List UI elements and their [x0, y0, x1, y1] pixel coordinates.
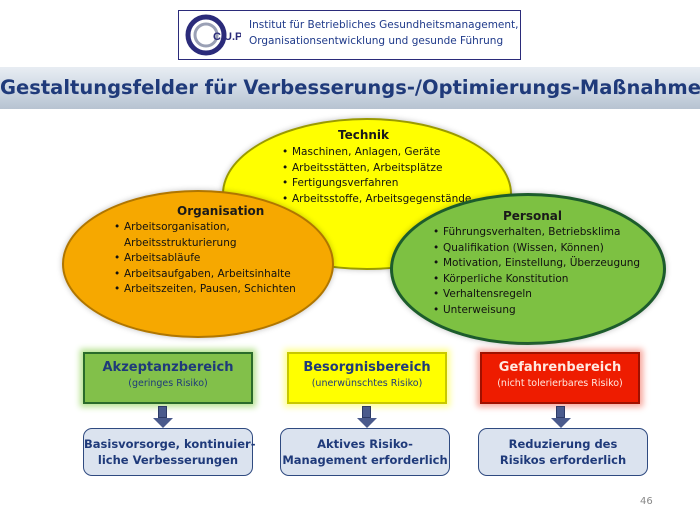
- gefahren-result-line2: Risikos erforderlich: [499, 453, 627, 467]
- title-band: Gestaltungsfelder für Verbesserungs-/Opt…: [0, 67, 700, 109]
- organisation-item: Arbeitsabläufe: [114, 251, 296, 267]
- gefahrenbereich-box: Gefahrenbereich (nicht tolerierbares Ris…: [480, 352, 640, 404]
- besorgnisbereich-subtitle: (unerwünschtes Risiko): [311, 378, 423, 389]
- akzeptanzbereich-box: Akzeptanzbereich (geringes Risiko): [83, 352, 253, 404]
- organisation-item-text: Arbeitsorganisation,: [124, 221, 230, 233]
- technik-item: Fertigungsverfahren: [282, 176, 471, 192]
- organisation-list: Arbeitsorganisation, Arbeitsstrukturierun…: [114, 220, 296, 298]
- organisation-item: Arbeitsaufgaben, Arbeitsinhalte: [114, 267, 296, 283]
- organisation-item-cont: Arbeitsstrukturierung: [124, 236, 237, 249]
- personal-heading: Personal: [503, 209, 562, 223]
- technik-heading: Technik: [338, 128, 390, 142]
- besorgnis-result-line1: Aktives Risiko-: [317, 437, 413, 451]
- logo-text-line1: Institut für Betriebliches Gesundheitsma…: [249, 19, 519, 31]
- akzeptanz-result-line2: liche Verbesserungen: [97, 453, 239, 467]
- cup-logo-icon: C.U.P.: [185, 14, 241, 56]
- page-number: 46: [640, 496, 653, 507]
- gefahrenbereich-subtitle: (nicht tolerierbares Risiko): [497, 378, 623, 389]
- besorgnis-result-box: Aktives Risiko- Management erforderlich: [280, 428, 450, 476]
- akzeptanzbereich-subtitle: (geringes Risiko): [128, 378, 208, 389]
- personal-ellipse: Personal Führungsverhalten, Betriebsklim…: [390, 193, 666, 345]
- personal-item: Führungsverhalten, Betriebsklima: [433, 225, 640, 241]
- page-title: Gestaltungsfelder für Verbesserungs-/Opt…: [0, 76, 700, 99]
- akzeptanz-result-box: Basisvorsorge, kontinuier- liche Verbess…: [83, 428, 256, 476]
- personal-list: Führungsverhalten, Betriebsklima Qualifi…: [433, 225, 640, 318]
- organisation-ellipse: Organisation Arbeitsorganisation,Arbeits…: [62, 190, 334, 338]
- technik-item: Arbeitsstoffe, Arbeitsgegenstände: [282, 192, 471, 208]
- gefahrenbereich-title: Gefahrenbereich: [498, 360, 622, 375]
- logo-mark-text: C.U.P.: [213, 31, 241, 43]
- organisation-item: Arbeitsorganisation, Arbeitsstrukturierun…: [114, 220, 296, 251]
- akzeptanz-result-line1: Basisvorsorge, kontinuier-: [84, 437, 256, 451]
- personal-item: Unterweisung: [433, 303, 640, 319]
- logo-text-line2: Organisationsentwicklung und gesunde Füh…: [249, 35, 504, 47]
- personal-item: Motivation, Einstellung, Überzeugung: [433, 256, 640, 272]
- personal-item: Verhaltensregeln: [433, 287, 640, 303]
- besorgnis-result-line2: Management erforderlich: [282, 453, 448, 467]
- besorgnisbereich-box: Besorgnisbereich (unerwünschtes Risiko): [287, 352, 447, 404]
- technik-item: Arbeitsstätten, Arbeitsplätze: [282, 161, 471, 177]
- personal-item: Qualifikation (Wissen, Können): [433, 241, 640, 257]
- gefahren-result-box: Reduzierung des Risikos erforderlich: [478, 428, 648, 476]
- institute-logo: C.U.P. Institut für Betriebliches Gesund…: [178, 10, 521, 60]
- technik-item: Maschinen, Anlagen, Geräte: [282, 145, 471, 161]
- personal-item: Körperliche Konstitution: [433, 272, 640, 288]
- technik-list: Maschinen, Anlagen, Geräte Arbeitsstätte…: [282, 145, 471, 207]
- akzeptanzbereich-title: Akzeptanzbereich: [102, 360, 234, 375]
- organisation-item: Arbeitszeiten, Pausen, Schichten: [114, 282, 296, 298]
- organisation-heading: Organisation: [177, 204, 265, 218]
- besorgnisbereich-title: Besorgnisbereich: [303, 360, 431, 375]
- gefahren-result-line1: Reduzierung des: [508, 437, 618, 451]
